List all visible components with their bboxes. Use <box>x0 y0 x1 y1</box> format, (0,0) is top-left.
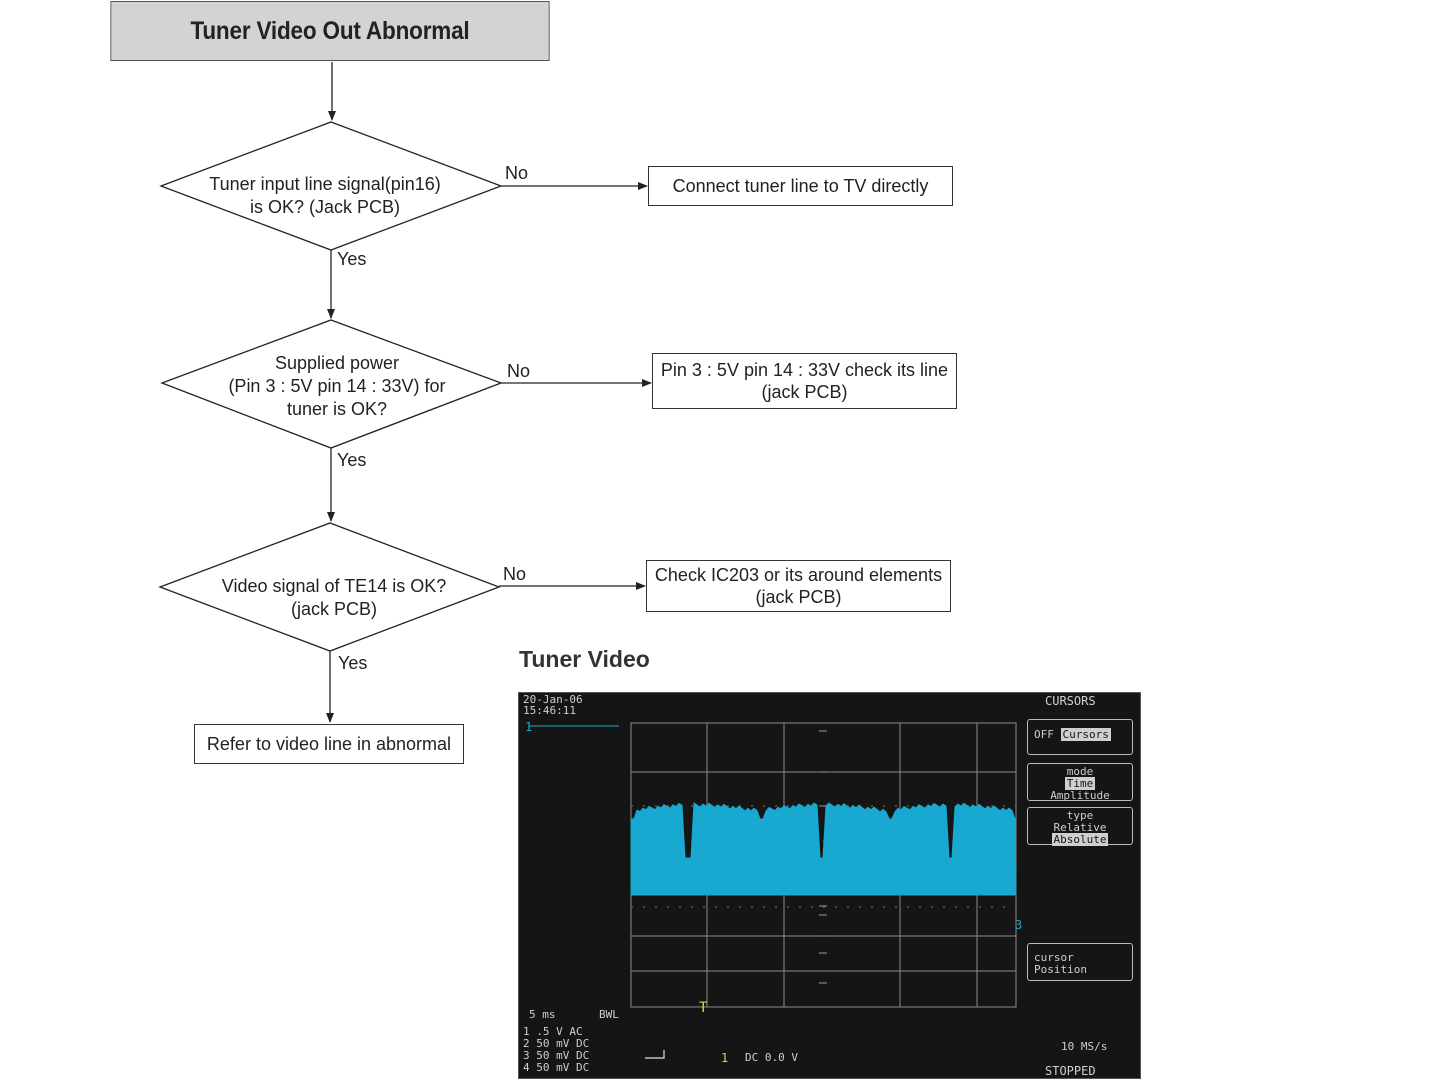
trigger-marker-icon: T <box>699 1000 708 1016</box>
edge-label-yes-3: Yes <box>338 653 368 673</box>
trigger-source-icon: 1 <box>721 1051 728 1065</box>
action-4-line-1: Refer to video line in abnormal <box>206 734 452 754</box>
flowchart-title: Tuner Video Out Abnormal <box>110 1 550 61</box>
action-box-check-power-line: Pin 3 : 5V pin 14 : 33V check its line (… <box>652 353 957 409</box>
cursor-position-softkey[interactable]: cursor Position <box>1027 943 1133 981</box>
trigger-level-readout: DC 0.0 V <box>745 1051 798 1064</box>
action-3-line-2: (jack PCB) <box>755 587 842 607</box>
scope-graticule: T 3 1 1 <box>525 720 1022 1065</box>
cursors-title: CURSORS <box>1045 694 1096 708</box>
scope-heading: Tuner Video <box>519 646 650 672</box>
oscilloscope-screen: T 3 1 1 20-Jan-06 15:46:11 CURSORS OFF C… <box>518 692 1141 1079</box>
decision-2-line-2: (Pin 3 : 5V pin 14 : 33V) for <box>228 376 446 396</box>
action-3-line-1: Check IC203 or its around elements <box>654 565 943 585</box>
cursor-type-softkey[interactable]: type Relative Absolute <box>1027 807 1133 846</box>
decision-1-line-1: Tuner input line signal(pin16) <box>209 174 441 194</box>
action-box-check-ic203: Check IC203 or its around elements (jack… <box>646 560 951 612</box>
acquisition-status: STOPPED <box>1045 1064 1096 1078</box>
ch1-marker-icon: 1 <box>525 720 532 734</box>
scope-date: 20-Jan-06 <box>523 693 583 706</box>
type-label: type <box>1066 809 1094 822</box>
mode-label: mode <box>1066 765 1094 778</box>
cursor-mode-softkey[interactable]: mode Time Amplitude <box>1027 763 1133 802</box>
decision-2-line-3: tuner is OK? <box>286 399 388 419</box>
mode-amplitude: Amplitude <box>1050 789 1110 802</box>
action-box-connect-tuner: Connect tuner line to TV directly <box>648 166 953 206</box>
edge-label-no-3: No <box>503 564 527 584</box>
decision-1-label: Tuner input line signal(pin16) is OK? (J… <box>209 173 440 219</box>
action-2-line-2: (jack PCB) <box>761 382 848 402</box>
sample-rate-readout: 10 MS/s <box>1061 1040 1108 1053</box>
edge-label-yes-1: Yes <box>337 249 367 269</box>
edge-label-yes-2: Yes <box>337 450 367 470</box>
bwl-indicator: BWL <box>599 1008 619 1021</box>
channel-row-4: 4 50 mV DC <box>523 1061 590 1074</box>
decision-3-line-2: (jack PCB) <box>290 599 378 619</box>
decision-2-label: Supplied power (Pin 3 : 5V pin 14 : 33V)… <box>228 352 445 421</box>
video-waveform <box>630 802 1017 896</box>
ch3-marker-icon: 3 <box>1015 918 1022 932</box>
edge-label-no-1: No <box>505 163 529 183</box>
action-2-line-1: Pin 3 : 5V pin 14 : 33V check its line <box>660 360 949 380</box>
off-value: Cursors <box>1060 728 1111 741</box>
decision-2-line-1: Supplied power <box>274 353 400 373</box>
timebase-readout: 5 ms <box>529 1008 556 1021</box>
cursor-position-line-1: cursor <box>1034 951 1074 964</box>
decision-1-line-2: is OK? (Jack PCB) <box>249 197 401 217</box>
channel-row-1: 1 .5 V AC <box>523 1025 583 1038</box>
channel-row-2: 2 50 mV DC <box>523 1037 590 1050</box>
channel-row-3: 3 50 mV DC <box>523 1049 590 1062</box>
type-relative: Relative <box>1053 821 1107 834</box>
action-1-line-1: Connect tuner line to TV directly <box>672 176 929 196</box>
cursor-position-line-2: Position <box>1034 963 1087 976</box>
action-box-refer-video-line: Refer to video line in abnormal <box>194 724 464 764</box>
scope-time: 15:46:11 <box>523 704 576 717</box>
off-label: OFF <box>1034 728 1054 741</box>
cursor-glyph-icon <box>645 1050 665 1059</box>
decision-3-line-1: Video signal of TE14 is OK? <box>221 576 447 596</box>
type-absolute: Absolute <box>1051 833 1109 846</box>
decision-3-label: Video signal of TE14 is OK? (jack PCB) <box>222 575 446 621</box>
mode-time: Time <box>1064 777 1096 790</box>
cursors-off-softkey[interactable]: OFF Cursors <box>1027 719 1133 755</box>
edge-label-no-2: No <box>507 361 531 381</box>
